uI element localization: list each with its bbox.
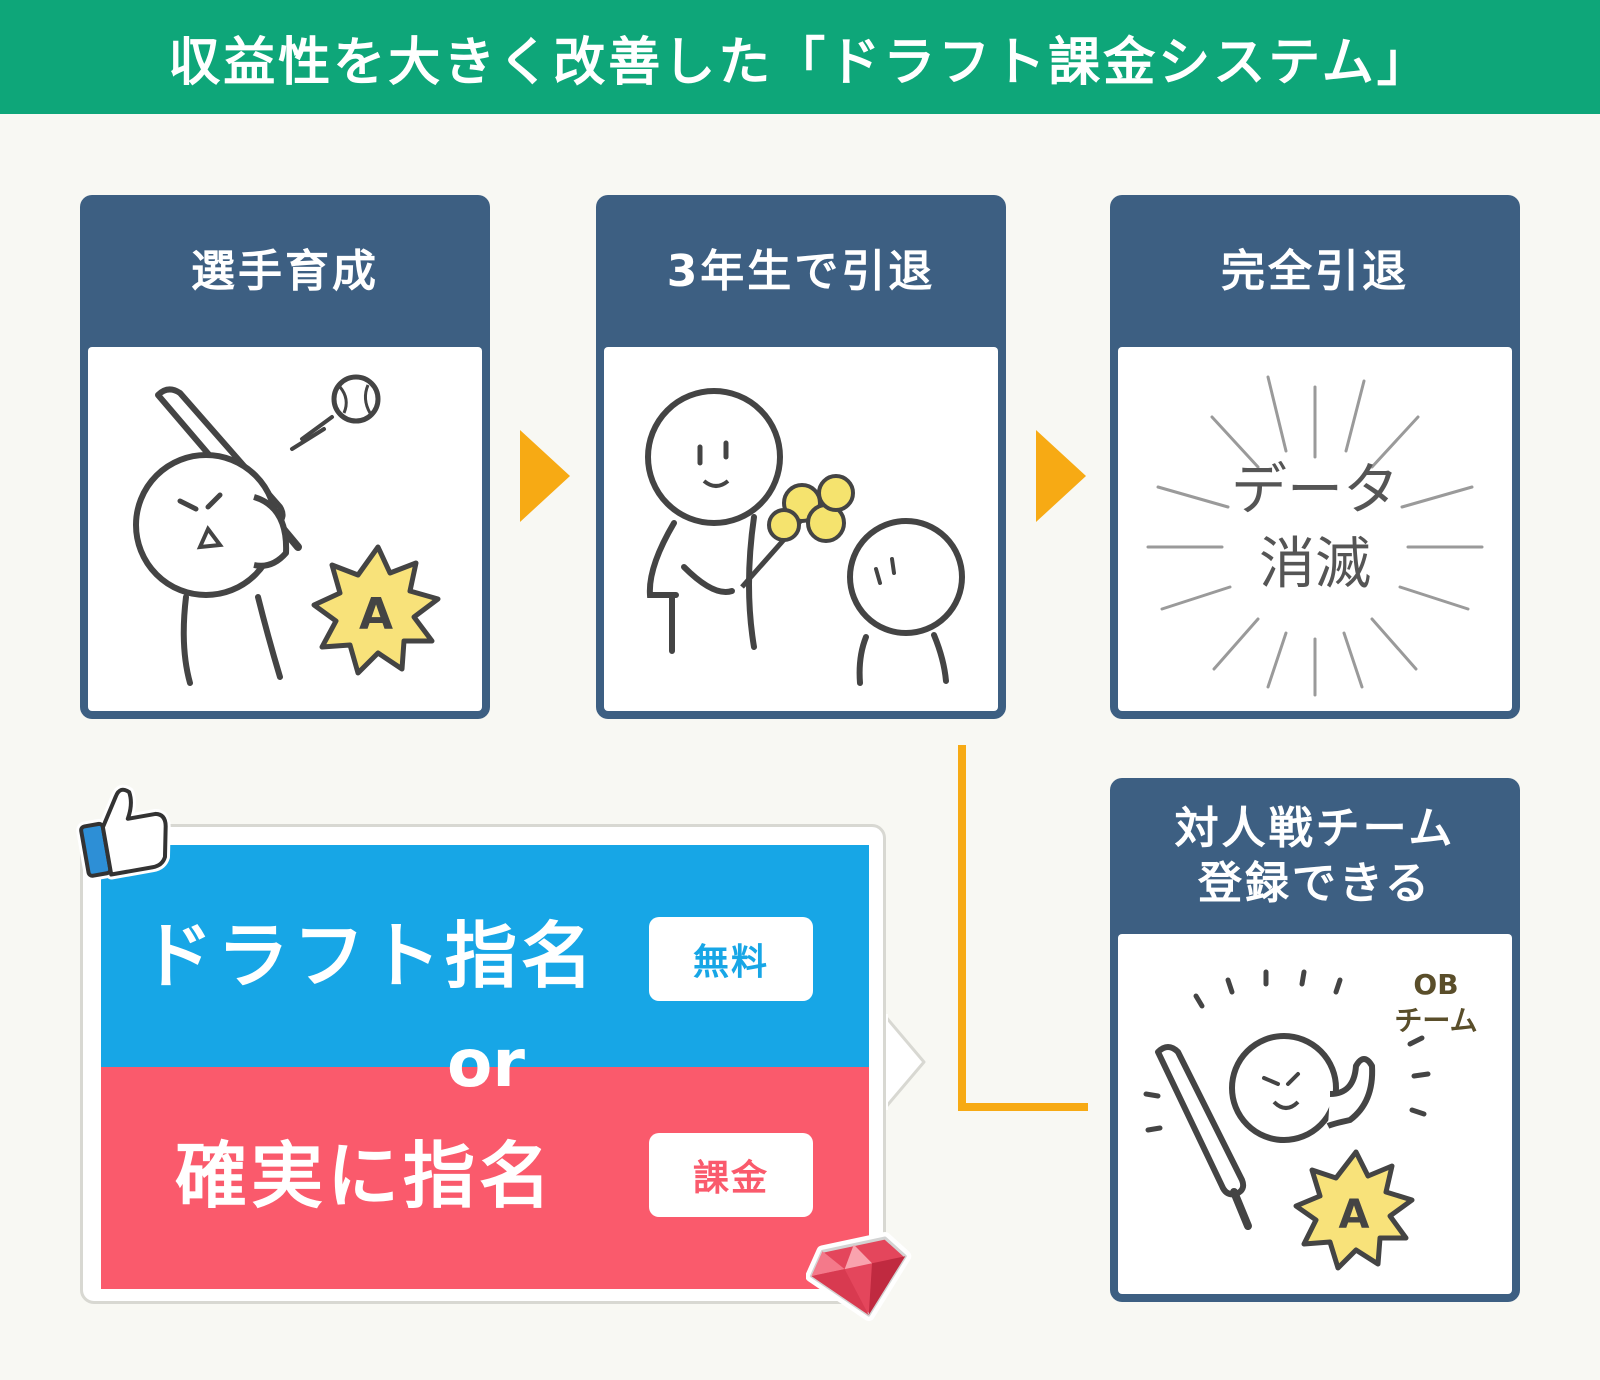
gem-icon (806, 1232, 912, 1322)
card-retire: 完全引退 データ 消滅 (1110, 195, 1520, 719)
card-title-line1: 対人戦チーム (1174, 803, 1456, 854)
erase-text-line2: 消滅 (1259, 532, 1371, 597)
connector-horizontal (958, 1103, 1088, 1111)
page-header: 収益性を大きく改善した「ドラフト課金システム」 (0, 0, 1600, 114)
draft-options-bubble: ドラフト指名 無料 or 確実に指名 課金 (80, 824, 886, 1304)
card-team: 対人戦チーム 登録できる OB チーム (1110, 778, 1520, 1302)
or-text: or (447, 1025, 525, 1102)
card-illustration: A (88, 347, 482, 711)
paid-tag: 課金 (649, 1133, 813, 1217)
data-erase-illustration: データ 消滅 (1146, 375, 1484, 697)
batter-illustration: A (133, 374, 441, 686)
arrow-right-icon (520, 430, 570, 522)
arrow-right-icon (1036, 430, 1086, 522)
connector-vertical (958, 745, 966, 1111)
badge-text: A (1339, 1192, 1370, 1238)
baseball-icon (290, 374, 381, 451)
thumbs-up-icon (76, 784, 171, 881)
burst-badge-icon: A (311, 544, 441, 676)
flower-bouquet-icon (740, 474, 855, 589)
card-title: 対人戦チーム 登録できる (1110, 778, 1520, 934)
card-title: 3年生で引退 (666, 245, 936, 297)
ob-label-line2: チーム (1394, 1004, 1477, 1037)
bat-icon (1155, 1044, 1252, 1230)
erase-text-line1: データ (1231, 458, 1399, 523)
card-illustration: OB チーム A (1118, 934, 1512, 1294)
card-illustration: データ 消滅 (1118, 347, 1512, 711)
free-draft-label: ドラフト指名 (141, 914, 598, 998)
card-title: 選手育成 (191, 245, 379, 297)
paid-draft-label: 確実に指名 (175, 1134, 556, 1218)
card-illustration (604, 347, 998, 711)
card-training: 選手育成 A (80, 195, 490, 719)
graduation-illustration (645, 388, 965, 686)
ob-label-line1: OB (1413, 968, 1458, 1001)
badge-text: A (359, 589, 393, 640)
ob-team-illustration: OB チーム A (1143, 968, 1478, 1271)
page-title: 収益性を大きく改善した「ドラフト課金システム」 (168, 32, 1432, 93)
card-title-line2: 登録できる (1197, 858, 1433, 909)
card-graduate: 3年生で引退 (596, 195, 1006, 719)
excitement-lines (1143, 969, 1431, 1133)
free-tag: 無料 (649, 917, 813, 1001)
burst-badge-icon: A (1293, 1149, 1415, 1271)
burst-lines (1146, 375, 1484, 697)
card-title: 完全引退 (1221, 245, 1409, 297)
